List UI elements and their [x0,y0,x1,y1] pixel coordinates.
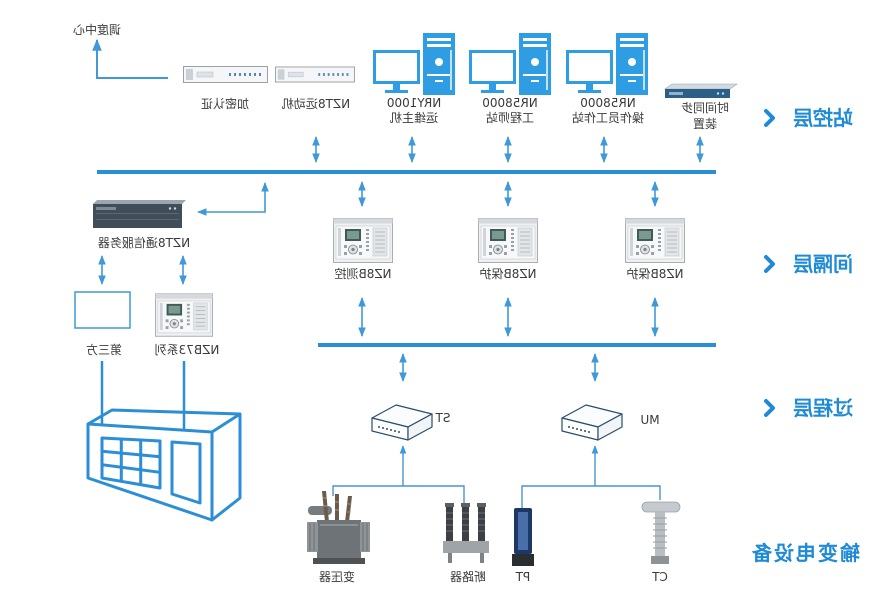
ops-host-name-label: 运维主机 [390,111,439,125]
process-layer-title: 过程层 [793,396,853,420]
third-party-label: 第三方 [86,343,123,357]
ops-host-model-label: NRY1000 [386,96,442,110]
station-layer-title: 站控层 [793,106,853,130]
bay-device-links [358,181,659,207]
protection-relay-2-icon [625,218,685,263]
smart-terminal-box-icon [371,404,433,441]
layer-chevron-icons [764,109,775,417]
building-icon [86,408,242,522]
protection-2-label: NZ8B保护 [626,267,684,281]
smart-terminal-label: ST [435,411,451,425]
remote-unit-device [275,66,355,83]
process-bus-down-links [399,353,599,382]
encryption-device [183,66,268,83]
operator-station-computer-icon [566,33,648,95]
engineer-station-model-label: NR58000 [482,96,538,110]
dispatch-center-label: 调度中心 [73,23,122,37]
comm-server-device [93,200,186,228]
ops-host-computer-icon [373,33,455,95]
remote-unit-label: NZT8远动机 [281,97,351,111]
protection-relay-1-icon [478,218,538,263]
comm-server-link-arrow [197,182,269,216]
measure-control-label: NZ8B测控 [334,267,392,281]
measure-control-relay-icon [333,218,393,263]
transformer-label: 变压器 [319,570,356,584]
chevron-right-icon [764,255,775,273]
nzb73-relay-icon [155,293,213,337]
process-bus-up-links [358,297,659,337]
merging-unit-label: MU [640,413,660,427]
engineer-station-name-label: 工程师站 [486,111,535,125]
time-sync-device [664,83,738,98]
nzb73-label: NZB73系列 [154,343,220,357]
operator-station-name-label: 操作员工作站 [572,111,645,125]
equipment-links [332,445,661,508]
chevron-right-icon [764,399,775,417]
comm-server-down-links [98,255,187,285]
circuit-breaker-icon [443,503,489,563]
dispatch-link-arrow [92,38,168,79]
third-party-box [74,291,131,329]
comm-server-label: NZT8通信服务器 [97,236,191,250]
protection-1-label: NZ8B保护 [479,267,537,281]
station-device-links [312,136,704,163]
time-sync-label-line2: 装置 [693,117,718,131]
engineer-station-computer-icon [469,33,551,95]
ct-label: CT [652,570,668,584]
pt-label: PT [515,570,531,584]
bay-layer-title: 间隔层 [793,252,853,276]
power-transformer-icon [307,491,370,564]
current-transformer-icon [641,501,681,564]
breaker-label: 断路器 [450,570,487,584]
time-sync-label-line1: 时间同步 [681,101,730,115]
merging-unit-box-icon [561,404,623,441]
encryption-label: 加密认证 [201,97,250,111]
equipment-layer-title: 输变电设备 [750,541,860,565]
building-links [100,361,186,430]
operator-station-model-label: NR58000 [580,96,636,110]
potential-transformer-icon [512,508,534,566]
chevron-right-icon [764,109,775,127]
